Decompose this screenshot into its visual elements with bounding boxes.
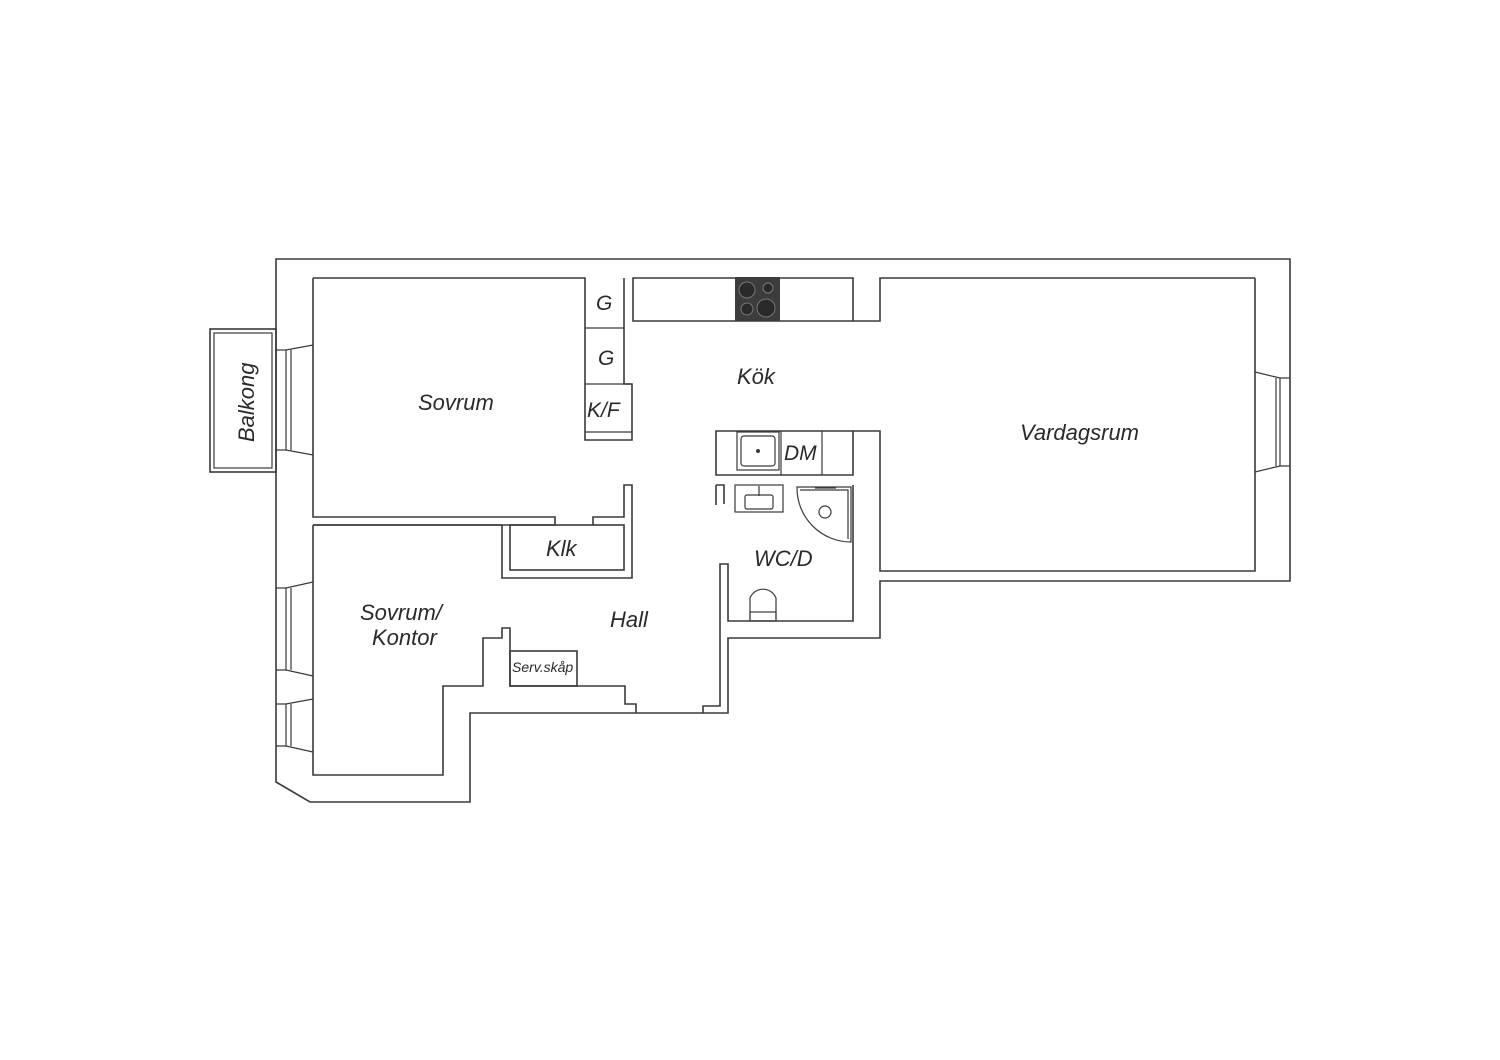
label-sovrum-kontor-1: Sovrum/ xyxy=(360,600,444,625)
vardagsrum-room xyxy=(853,278,1256,572)
sovrum-kontor-room xyxy=(312,524,637,776)
service-cabinet xyxy=(509,650,578,687)
window-vardagsrum xyxy=(1254,371,1290,473)
hall-wall-piece xyxy=(501,484,633,579)
klk-closet xyxy=(509,524,625,571)
fridge-column xyxy=(585,327,632,433)
label-balkong: Balkong xyxy=(234,362,259,442)
label-sovrum: Sovrum xyxy=(418,390,494,415)
outer-wall xyxy=(275,258,1291,803)
balcony xyxy=(209,328,277,473)
sink-icon xyxy=(736,431,780,471)
stove-icon xyxy=(735,277,780,321)
label-serv-skap: Serv.skåp xyxy=(512,659,573,675)
window-kontor-1 xyxy=(276,581,314,677)
window-kontor-2 xyxy=(276,698,314,753)
kitchen-wall-stub xyxy=(853,277,1255,322)
label-dm: DM xyxy=(784,442,817,465)
label-wc-d: WC/D xyxy=(754,546,813,571)
label-vardagsrum: Vardagsrum xyxy=(1020,420,1139,445)
label-g2: G xyxy=(598,347,614,370)
sovrum-room xyxy=(313,277,633,441)
label-kok: Kök xyxy=(737,364,776,389)
window-sovrum xyxy=(276,344,314,456)
dm-block xyxy=(715,430,854,476)
toilet-icon xyxy=(749,588,777,622)
bathroom-sink-icon xyxy=(734,484,784,513)
label-g1: G xyxy=(596,292,612,315)
bathroom-walls xyxy=(702,484,854,713)
label-kf: K/F xyxy=(587,399,621,422)
label-klk: Klk xyxy=(546,536,578,561)
shower-icon xyxy=(796,486,852,543)
label-sovrum-kontor-2: Kontor xyxy=(372,625,438,650)
label-hall: Hall xyxy=(610,607,649,632)
